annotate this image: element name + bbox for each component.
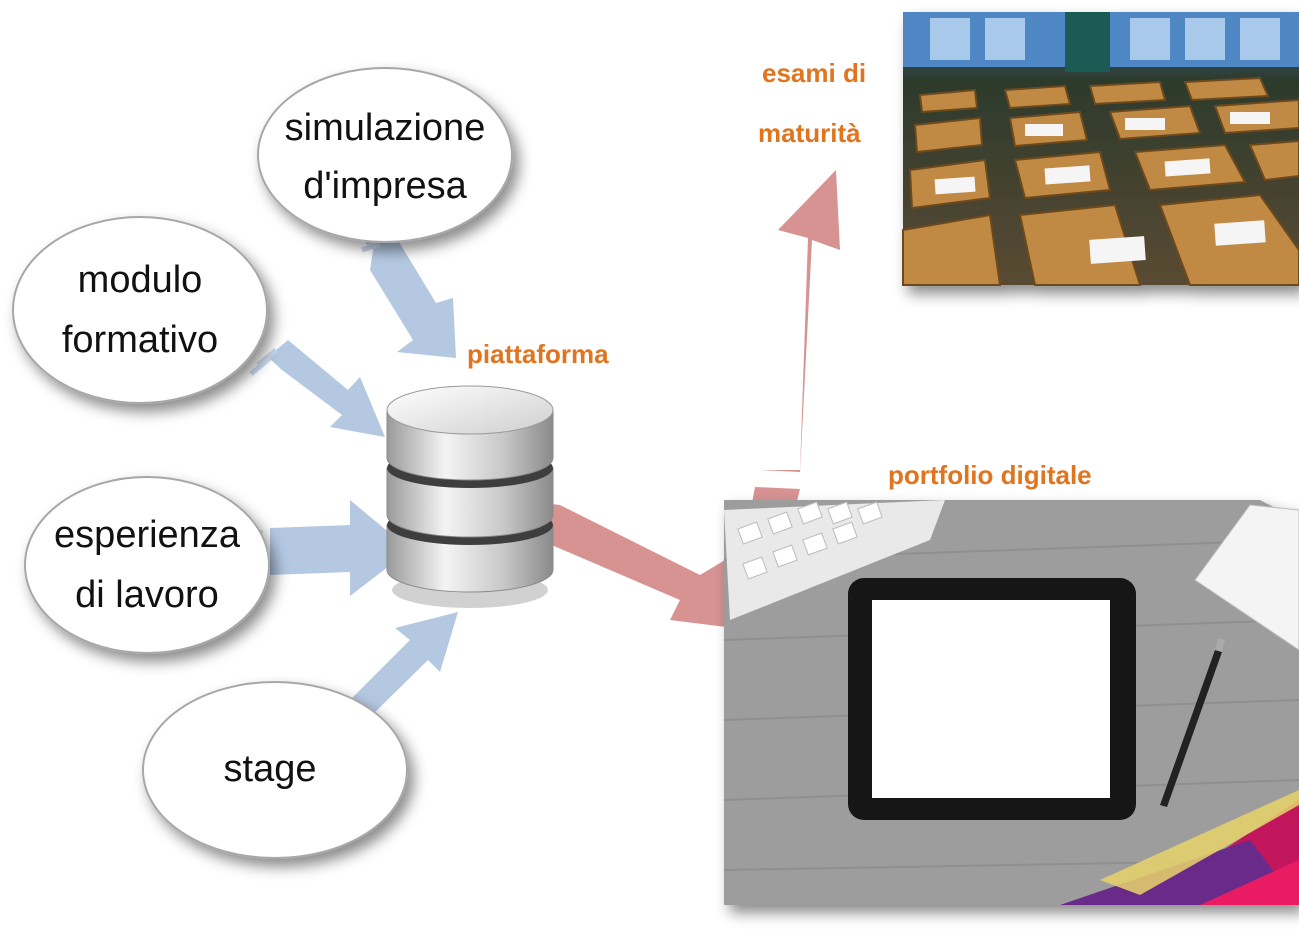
exam-classroom-photo	[902, 12, 1299, 286]
node-stage-label: stage	[224, 748, 317, 790]
arrow-simulazione-to-platform	[361, 232, 456, 358]
node-modulo: modulo formativo	[12, 216, 268, 404]
platform-label: piattaforma	[467, 339, 609, 369]
node-esperienza: esperienza di lavoro	[24, 476, 270, 654]
arrow-platform-to-esami	[748, 170, 840, 528]
database-icon	[386, 385, 554, 608]
node-stage: stage	[142, 681, 408, 859]
node-simulazione: simulazione d'impresa	[257, 67, 513, 243]
esami-label-line1: esami di	[762, 58, 866, 88]
node-esperienza-line1: esperienza	[54, 514, 241, 556]
node-modulo-line1: modulo	[78, 259, 203, 301]
node-simulazione-line2: d'impresa	[303, 165, 467, 207]
node-esperienza-line2: di lavoro	[75, 574, 219, 616]
tablet-desk-photo	[723, 500, 1299, 905]
portfolio-label: portfolio digitale	[888, 460, 1092, 490]
arrow-esperienza-to-platform	[249, 500, 410, 596]
arrow-modulo-to-platform	[249, 340, 385, 437]
esami-label-line2: maturità	[758, 118, 861, 148]
node-modulo-line2: formativo	[62, 319, 218, 361]
node-simulazione-line1: simulazione	[285, 107, 486, 149]
